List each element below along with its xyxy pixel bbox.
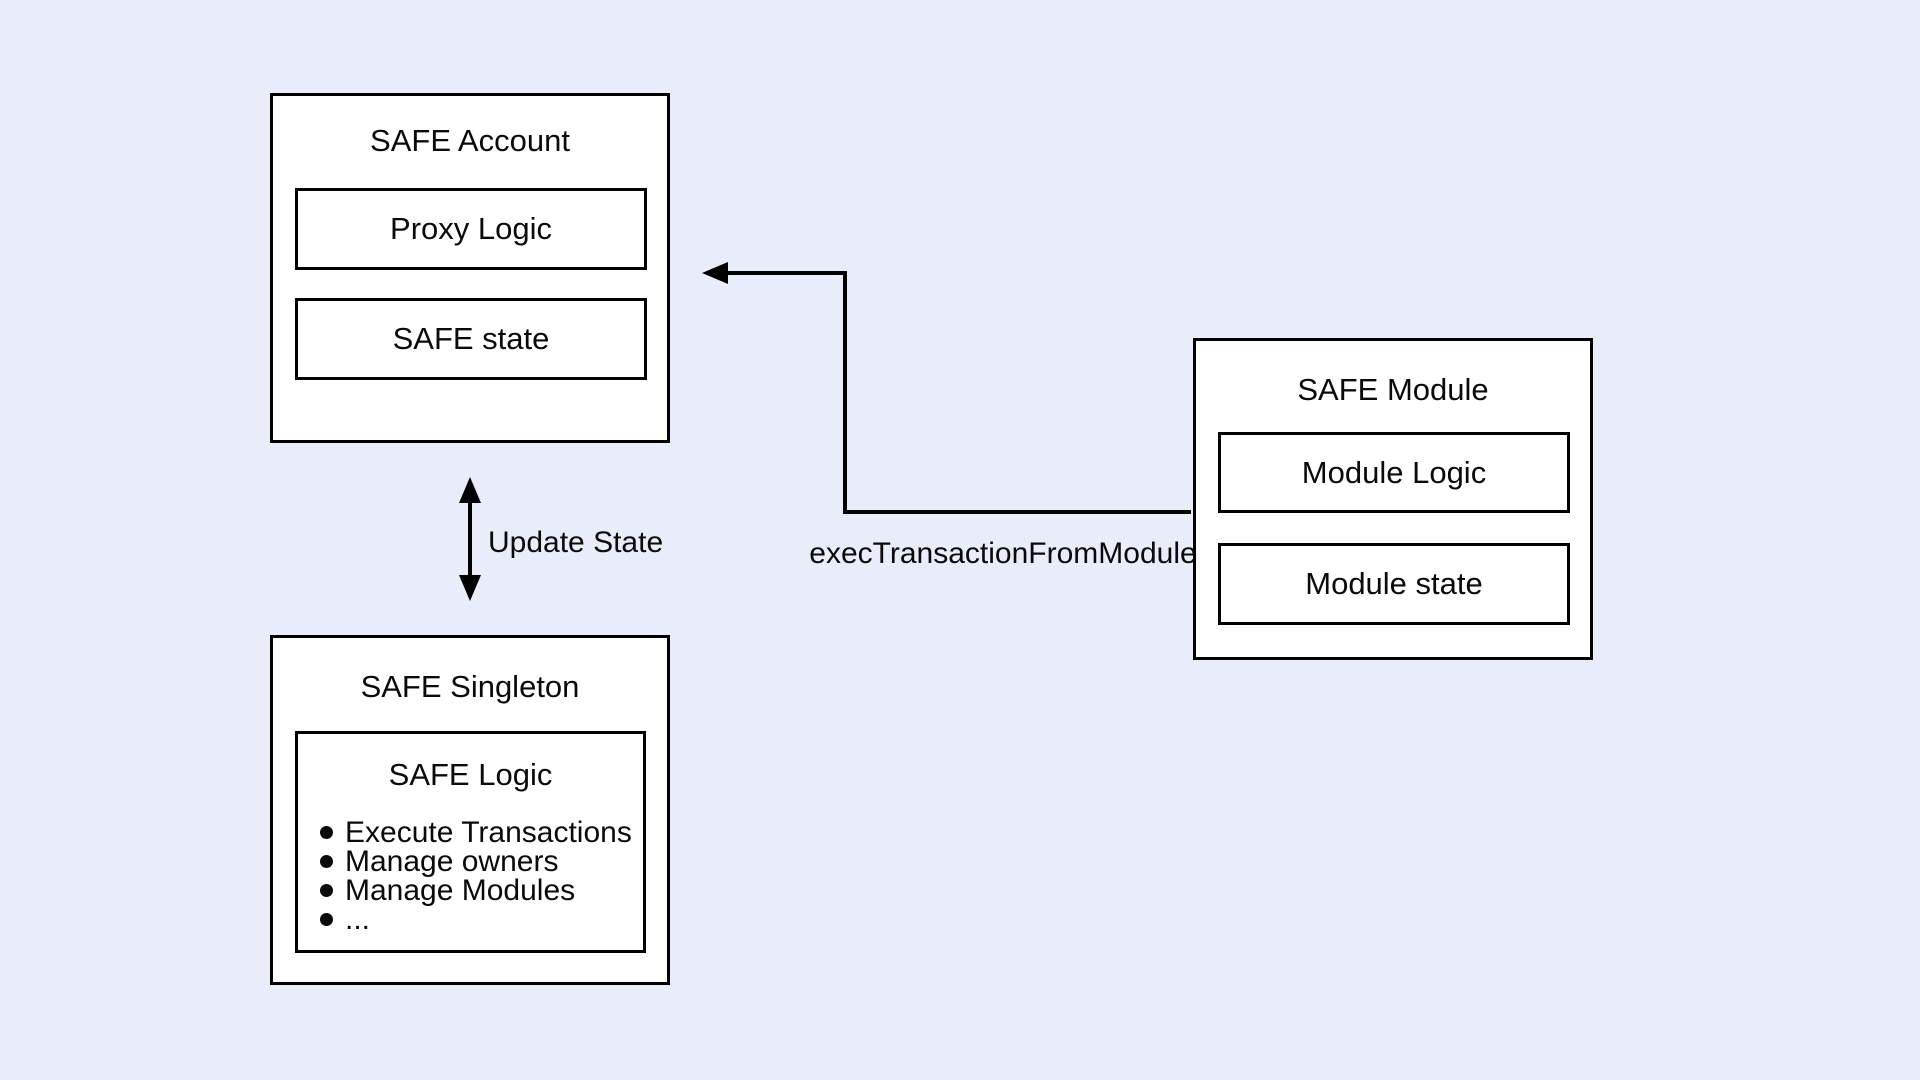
subnode-safe-logic-title: SAFE Logic xyxy=(388,757,553,792)
list-item: Execute Transactions xyxy=(320,815,632,849)
node-safe-module-title: SAFE Module xyxy=(1297,372,1489,407)
node-safe-singleton-title: SAFE Singleton xyxy=(360,669,580,704)
exec-transaction-arrow-shaft xyxy=(726,271,1191,514)
subnode-safe-logic: SAFE Logic Execute Transactions Manage o… xyxy=(295,731,646,953)
subnode-module-logic: Module Logic xyxy=(1218,432,1570,513)
arrowhead-left-icon xyxy=(702,262,728,284)
list-item: ... xyxy=(320,902,632,936)
subnode-safe-state: SAFE state xyxy=(295,298,647,380)
exec-transaction-label: execTransactionFromModule xyxy=(809,537,1197,570)
node-safe-account-title: SAFE Account xyxy=(370,123,570,158)
safe-logic-bullet-list: Execute Transactions Manage owners Manag… xyxy=(320,815,632,936)
subnode-module-logic-label: Module Logic xyxy=(1301,454,1487,490)
bullet-icon xyxy=(320,884,333,897)
subnode-proxy-logic-label: Proxy Logic xyxy=(390,211,552,246)
bullet-icon xyxy=(320,855,333,868)
arrowhead-up-icon xyxy=(459,477,481,503)
subnode-proxy-logic: Proxy Logic xyxy=(295,188,647,270)
list-item: Manage owners xyxy=(320,844,632,878)
node-safe-singleton: SAFE Singleton SAFE Logic Execute Transa… xyxy=(270,635,670,985)
update-state-arrow xyxy=(459,477,481,601)
bullet-icon xyxy=(320,826,333,839)
subnode-module-state-label: Module state xyxy=(1305,566,1483,601)
subnode-safe-state-label: SAFE state xyxy=(392,321,550,356)
list-item: Manage Modules xyxy=(320,873,632,907)
node-safe-module: SAFE Module Module Logic Module state xyxy=(1193,338,1593,660)
exec-transaction-arrow xyxy=(702,262,1191,514)
subnode-module-state: Module state xyxy=(1218,543,1570,625)
bullet-label: Manage Modules xyxy=(345,873,576,907)
bullet-label: Manage owners xyxy=(345,844,559,878)
bullet-label: Execute Transactions xyxy=(345,815,632,849)
bullet-label: ... xyxy=(345,902,371,936)
node-safe-account: SAFE Account Proxy Logic SAFE state xyxy=(270,93,670,443)
bullet-icon xyxy=(320,913,333,926)
arrowhead-down-icon xyxy=(459,575,481,601)
update-state-label: Update State xyxy=(488,526,664,559)
